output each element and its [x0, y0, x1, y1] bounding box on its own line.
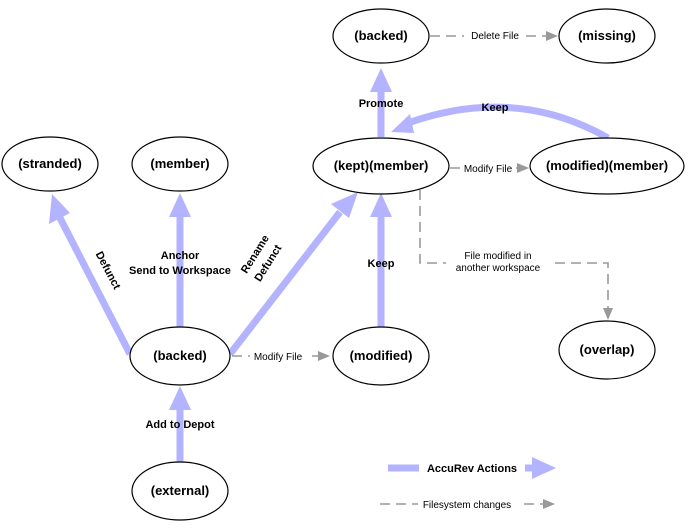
node-member: (member)	[131, 136, 229, 192]
promote-label: Promote	[359, 98, 404, 110]
keep-top-label: Keep	[482, 102, 509, 114]
legend: AccuRev Actions Filesystem changes	[380, 457, 556, 511]
node-modified-label: (modified)	[350, 348, 413, 363]
delete-file-label: Delete File	[471, 31, 519, 42]
node-missing: (missing)	[558, 8, 656, 64]
modify-file-mid-label: Modify File	[254, 352, 303, 363]
add-to-depot-arrow	[169, 386, 191, 465]
add-to-depot-label: Add to Depot	[145, 419, 214, 431]
delete-file-label-bg	[464, 28, 526, 42]
node-backed-top-label: (backed)	[354, 28, 407, 43]
node-member-label: (member)	[150, 156, 209, 171]
keep-top-arrow	[391, 103, 610, 142]
node-modified: (modified)	[332, 326, 430, 386]
node-kept-member: (kept)(member)	[312, 137, 450, 195]
node-backed-top: (backed)	[332, 8, 430, 64]
legend-accurev-actions: AccuRev Actions	[388, 457, 556, 479]
node-backed-mid: (backed)	[129, 326, 231, 386]
node-external: (external)	[131, 461, 229, 521]
legend-fs-label-bg	[418, 497, 518, 511]
node-stranded: (stranded)	[1, 136, 99, 192]
keep-mid-arrow	[370, 193, 392, 327]
keep-mid-label: Keep	[368, 258, 395, 270]
node-overlap: (overlap)	[558, 320, 656, 380]
node-modified-member: (modified)(member)	[529, 137, 685, 195]
defunct-arrow	[49, 194, 134, 356]
modify-file-top-label: Modify File	[464, 164, 513, 175]
modify-file-mid-label-bg	[250, 349, 306, 363]
file-modified-line1-label: File modified in	[464, 251, 531, 262]
rename-defunct-arrow	[227, 192, 358, 357]
legend-filesystem-changes: Filesystem changes	[380, 497, 555, 511]
anchor-label: Anchor	[161, 250, 200, 262]
promote-arrow	[370, 68, 392, 137]
legend-fs-label: Filesystem changes	[423, 500, 511, 511]
node-modified-member-label: (modified)(member)	[546, 158, 668, 173]
node-missing-label: (missing)	[578, 28, 636, 43]
node-backed-mid-label: (backed)	[153, 348, 206, 363]
node-external-label: (external)	[151, 483, 210, 498]
node-kept-member-label: (kept)(member)	[334, 158, 429, 173]
node-overlap-label: (overlap)	[580, 342, 635, 357]
modify-file-top-label-bg	[460, 161, 516, 175]
anchor-arrow	[169, 193, 191, 327]
file-modified-line2-label: another workspace	[456, 263, 541, 274]
send-to-workspace-label: Send to Workspace	[129, 265, 231, 277]
legend-accurev-label-bg	[419, 460, 525, 476]
legend-accurev-label: AccuRev Actions	[427, 463, 517, 475]
node-stranded-label: (stranded)	[18, 156, 82, 171]
file-modified-label-bg	[446, 248, 552, 274]
